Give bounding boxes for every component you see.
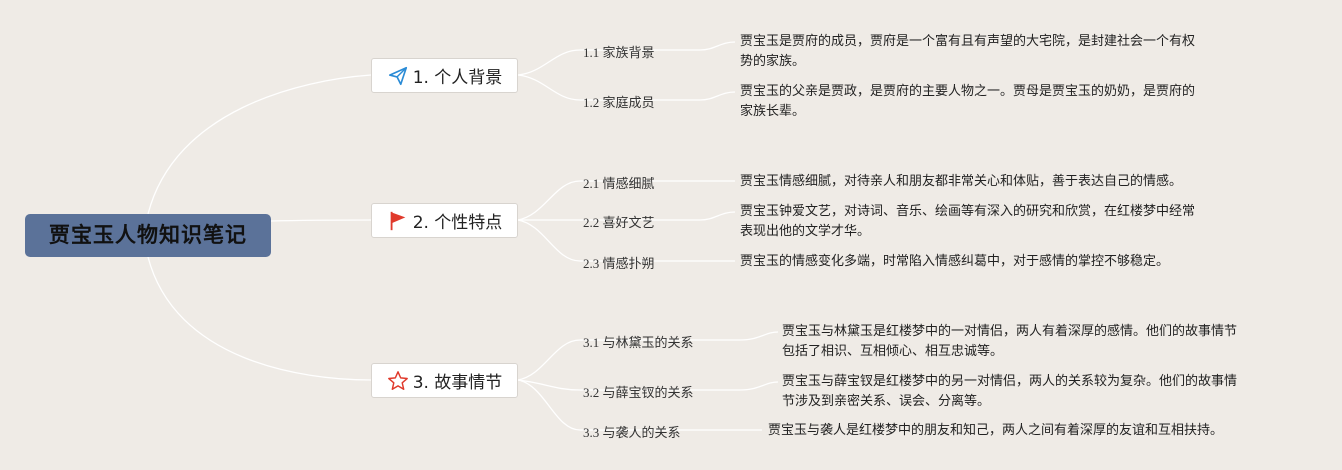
- leaf-line: 贾宝玉与林黛玉是红楼梦中的一对情侣，两人有着深厚的感情。他们的故事情节: [782, 324, 1238, 339]
- root-topic[interactable]: 贾宝玉人物知识笔记: [25, 214, 271, 257]
- leaf-line: 势的家族。: [740, 54, 806, 69]
- leaf-line: 包括了相识、互相倾心、相互忠诚等。: [782, 344, 1004, 359]
- subtopic-delicate-emotions[interactable]: 2.1 情感细腻: [583, 176, 655, 191]
- flag-icon: [387, 210, 409, 232]
- leaf-line: 贾宝玉的父亲是贾政，是贾府的主要人物之一。贾母是贾宝玉的奶奶，是贾府的: [740, 84, 1196, 99]
- leaf-line: 表现出他的文学才华。: [740, 224, 871, 239]
- leaf-line: 家族长辈。: [740, 104, 806, 119]
- branch-personal-background[interactable]: 1. 个人背景: [371, 58, 518, 93]
- leaf-note[interactable]: 贾宝玉与薛宝钗是红楼梦中的另一对情侣，两人的关系较为复杂。他们的故事情 节涉及到…: [782, 372, 1237, 412]
- leaf-line: 贾宝玉钟爱文艺，对诗词、音乐、绘画等有深入的研究和欣赏，在红楼梦中经常: [740, 204, 1196, 219]
- subtopic-family-background[interactable]: 1.1 家族背景: [583, 45, 655, 60]
- leaf-line: 贾宝玉情感细腻，对待亲人和朋友都非常关心和体贴，善于表达自己的情感。: [740, 174, 1183, 189]
- leaf-line: 贾宝玉是贾府的成员，贾府是一个富有且有声望的大宅院，是封建社会一个有权: [740, 34, 1196, 49]
- subtopic-love-of-arts[interactable]: 2.2 喜好文艺: [583, 215, 655, 230]
- branch-label: 2. 个性特点: [412, 213, 503, 233]
- leaf-note[interactable]: 贾宝玉与林黛玉是红楼梦中的一对情侣，两人有着深厚的感情。他们的故事情节 包括了相…: [782, 322, 1237, 362]
- subtopic-lin-daiyu[interactable]: 3.1 与林黛玉的关系: [583, 335, 694, 350]
- leaf-line: 贾宝玉与薛宝钗是红楼梦中的另一对情侣，两人的关系较为复杂。他们的故事情: [782, 374, 1238, 389]
- leaf-note[interactable]: 贾宝玉情感细腻，对待亲人和朋友都非常关心和体贴，善于表达自己的情感。: [740, 172, 1182, 192]
- paper-plane-icon: [387, 65, 409, 87]
- branch-label: 3. 故事情节: [412, 373, 503, 393]
- subtopic-family-members[interactable]: 1.2 家庭成员: [583, 95, 655, 110]
- leaf-note[interactable]: 贾宝玉的父亲是贾政，是贾府的主要人物之一。贾母是贾宝玉的奶奶，是贾府的 家族长辈…: [740, 82, 1195, 122]
- leaf-line: 贾宝玉的情感变化多端，时常陷入情感纠葛中，对于感情的掌控不够稳定。: [740, 254, 1170, 269]
- leaf-note[interactable]: 贾宝玉是贾府的成员，贾府是一个富有且有声望的大宅院，是封建社会一个有权 势的家族…: [740, 32, 1195, 72]
- leaf-note[interactable]: 贾宝玉的情感变化多端，时常陷入情感纠葛中，对于感情的掌控不够稳定。: [740, 252, 1169, 272]
- leaf-note[interactable]: 贾宝玉钟爱文艺，对诗词、音乐、绘画等有深入的研究和欣赏，在红楼梦中经常 表现出他…: [740, 202, 1195, 242]
- branch-label: 1. 个人背景: [412, 68, 503, 88]
- leaf-note[interactable]: 贾宝玉与袭人是红楼梦中的朋友和知己，两人之间有着深厚的友谊和互相扶持。: [768, 421, 1223, 441]
- star-icon: [387, 370, 409, 392]
- leaf-line: 贾宝玉与袭人是红楼梦中的朋友和知己，两人之间有着深厚的友谊和互相扶持。: [768, 423, 1224, 438]
- subtopic-xue-baochai[interactable]: 3.2 与薛宝钗的关系: [583, 385, 694, 400]
- subtopic-xiren[interactable]: 3.3 与袭人的关系: [583, 425, 681, 440]
- leaf-line: 节涉及到亲密关系、误会、分离等。: [782, 394, 991, 409]
- branch-story-plot[interactable]: 3. 故事情节: [371, 363, 518, 398]
- subtopic-complex-emotions[interactable]: 2.3 情感扑朔: [583, 256, 655, 271]
- branch-personality[interactable]: 2. 个性特点: [371, 203, 518, 238]
